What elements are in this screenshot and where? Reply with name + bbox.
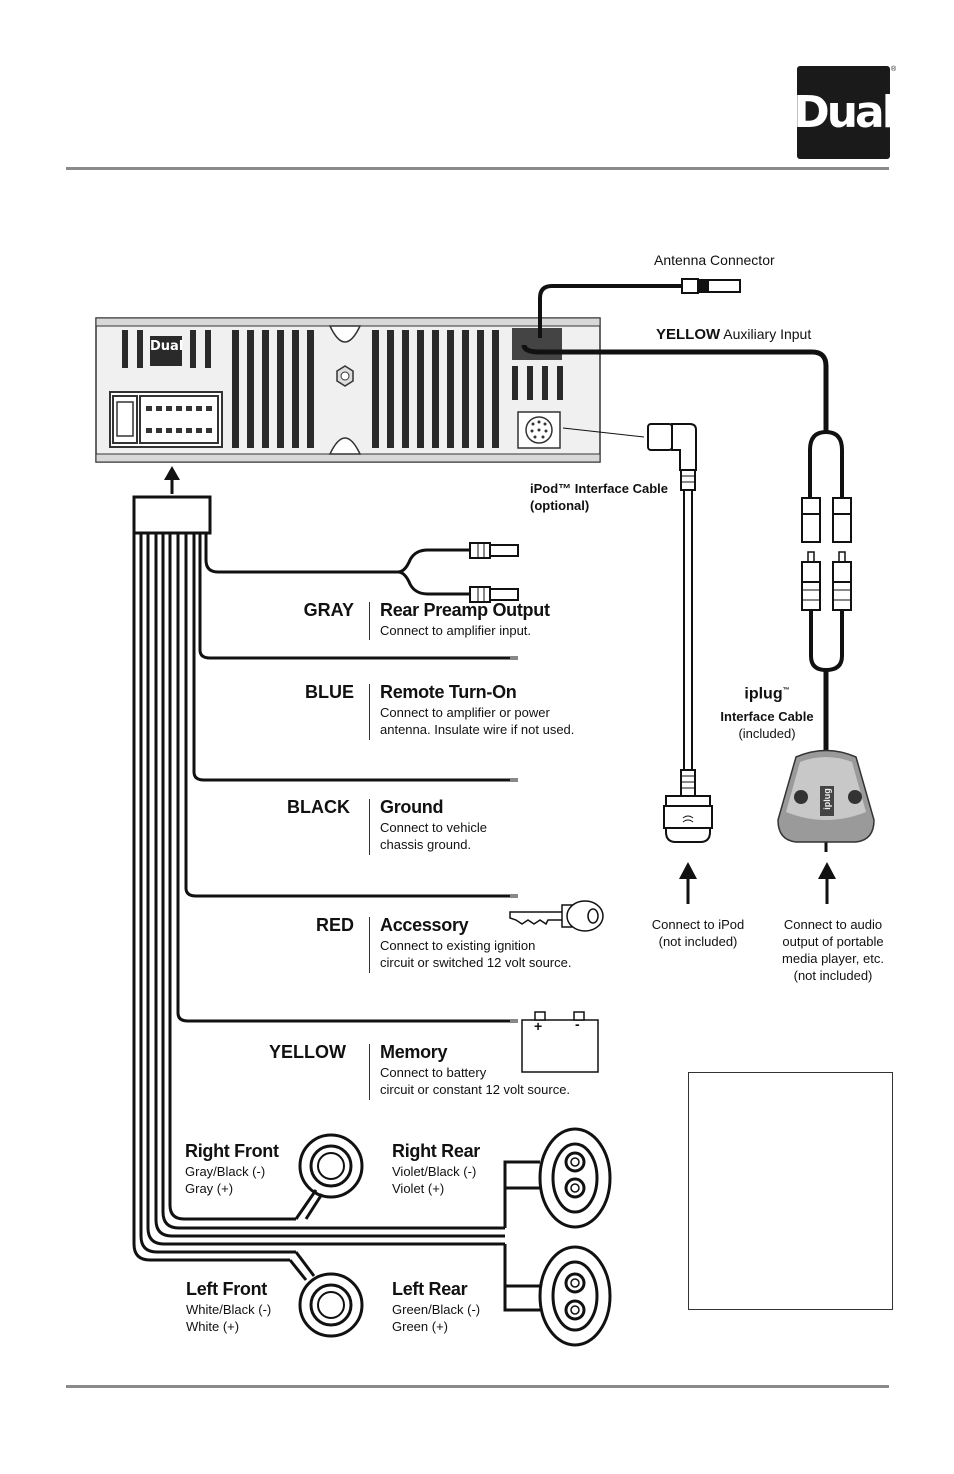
wire-color-black: BLACK (287, 797, 350, 817)
ignition-key-icon (509, 900, 604, 932)
wire-desc-memory-2: circuit or constant 12 volt source. (380, 1082, 571, 1097)
battery-plus: + (534, 1018, 543, 1034)
iplug-label-1: Interface Cable (720, 709, 814, 724)
connect-audio-2: output of portable (782, 934, 884, 949)
divider (369, 1044, 370, 1100)
unit-badge: Dual (150, 339, 184, 354)
registered-mark: ® (891, 66, 897, 73)
battery-icon (521, 1011, 599, 1073)
connect-ipod-2: (not included) (658, 934, 738, 949)
aux-cable (521, 344, 852, 852)
wire-desc-ground-1: Connect to vehicle (380, 820, 487, 835)
connect-audio-1: Connect to audio (783, 917, 883, 932)
speaker-pos-right-front: Gray (+) (185, 1181, 234, 1196)
wire-title-ground: Ground (380, 797, 444, 817)
wire-desc-accessory-1: Connect to existing ignition (380, 938, 536, 953)
iplug-label-2: (included) (738, 726, 796, 741)
aux-text: Auxiliary Input (723, 326, 812, 342)
antenna-cable (538, 278, 741, 338)
wire-title-memory: Memory (380, 1042, 448, 1062)
divider (369, 684, 370, 740)
right-rear-speaker (503, 1127, 612, 1229)
connect-audio-3: media player, etc. (782, 951, 884, 966)
speaker-neg-right-rear: Violet/Black (-) (392, 1164, 477, 1179)
speaker-pos-right-rear: Violet (+) (392, 1181, 445, 1196)
iplug-module (777, 749, 875, 843)
wire-color-red: RED (315, 915, 354, 935)
left-front-speaker (288, 1251, 364, 1338)
left-rear-speaker (503, 1244, 612, 1347)
speaker-title-right-front: Right Front (185, 1141, 279, 1161)
harness-plug (132, 495, 212, 535)
wire-title-remote: Remote Turn-On (380, 682, 517, 702)
wire-desc-accessory-2: circuit or switched 12 volt source. (380, 955, 572, 970)
aux-input-label: YELLOW Auxiliary Input (656, 326, 811, 343)
wire-desc-remote-2: antenna. Insulate wire if not used. (380, 722, 575, 737)
battery-minus: - (575, 1016, 580, 1032)
wire-color-gray: GRAY (303, 600, 354, 620)
iplug-brand: iplug™ (744, 685, 790, 703)
connect-audio-4: (not included) (793, 968, 873, 983)
preamp-rca (397, 542, 519, 603)
wire-color-yellow: YELLOW (269, 1042, 346, 1062)
antenna-label: Antenna Connector (654, 252, 775, 268)
ipod-cable-label-2: (optional) (530, 498, 590, 513)
divider (369, 799, 370, 855)
right-front-speaker (294, 1133, 364, 1220)
wire-title-accessory: Accessory (380, 915, 469, 935)
header-rule (66, 167, 889, 170)
speaker-title-left-front: Left Front (186, 1279, 267, 1299)
wire-title-preamp: Rear Preamp Output (380, 600, 550, 620)
module-badge: iplug (822, 788, 832, 810)
dual-logo: Dual (793, 66, 897, 159)
divider (369, 917, 370, 973)
note-box (688, 1072, 893, 1310)
speaker-neg-left-front: White/Black (-) (186, 1302, 272, 1317)
speaker-neg-right-front: Gray/Black (-) (185, 1164, 266, 1179)
harness-arrow (164, 466, 180, 494)
head-unit (95, 317, 601, 463)
speaker-title-right-rear: Right Rear (392, 1141, 481, 1161)
connect-arrows (679, 862, 836, 904)
harness-wires (132, 533, 510, 1262)
footer-rule (66, 1385, 889, 1388)
divider (369, 602, 370, 640)
aux-color: YELLOW (656, 326, 721, 343)
wire-desc-remote-1: Connect to amplifier or power (380, 705, 550, 720)
wire-desc-ground-2: chassis ground. (380, 837, 472, 852)
ipod-cable-label-1: iPod™ Interface Cable (530, 481, 668, 496)
speaker-pos-left-rear: Green (+) (392, 1319, 448, 1334)
wire-desc-memory-1: Connect to battery (380, 1065, 487, 1080)
speaker-neg-left-rear: Green/Black (-) (392, 1302, 481, 1317)
connect-ipod-1: Connect to iPod (651, 917, 745, 932)
speaker-title-left-rear: Left Rear (392, 1279, 468, 1299)
speaker-pos-left-front: White (+) (186, 1319, 240, 1334)
wire-desc-preamp-1: Connect to amplifier input. (380, 623, 532, 638)
wire-color-blue: BLUE (305, 682, 354, 702)
ipod-cable (562, 423, 713, 843)
